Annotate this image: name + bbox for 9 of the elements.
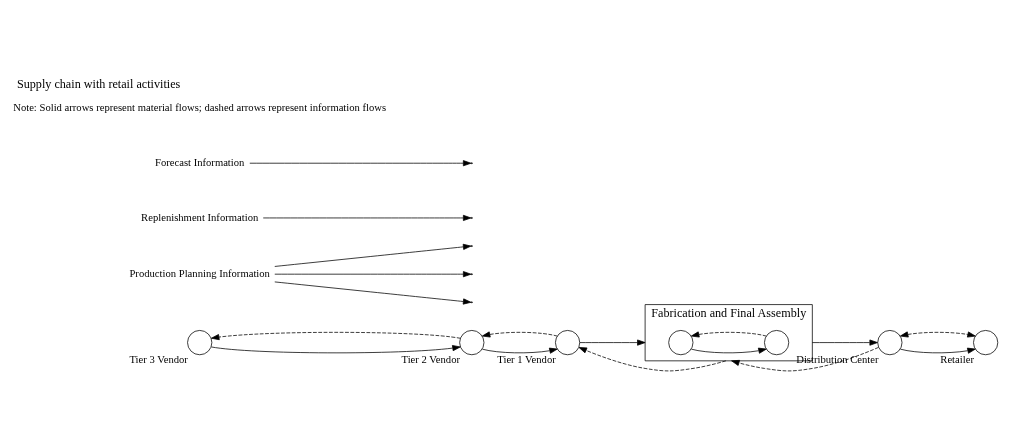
node-label: Tier 2 Vendor: [401, 353, 460, 365]
node-text: Replenishment Information: [141, 211, 259, 223]
node-label: Tier 1 Vendor: [497, 353, 556, 365]
node-text: Forecast Information: [155, 156, 245, 168]
node-label: Retailer: [940, 353, 974, 365]
label: Note: Solid arrows represent material flows; dashed arrows represent information flows: [13, 101, 387, 113]
node-text: Production Planning Information: [129, 267, 270, 279]
node-label: Tier 3 Vendor: [129, 353, 188, 365]
diagram-title: Supply chain with retail activities: [16, 76, 181, 91]
